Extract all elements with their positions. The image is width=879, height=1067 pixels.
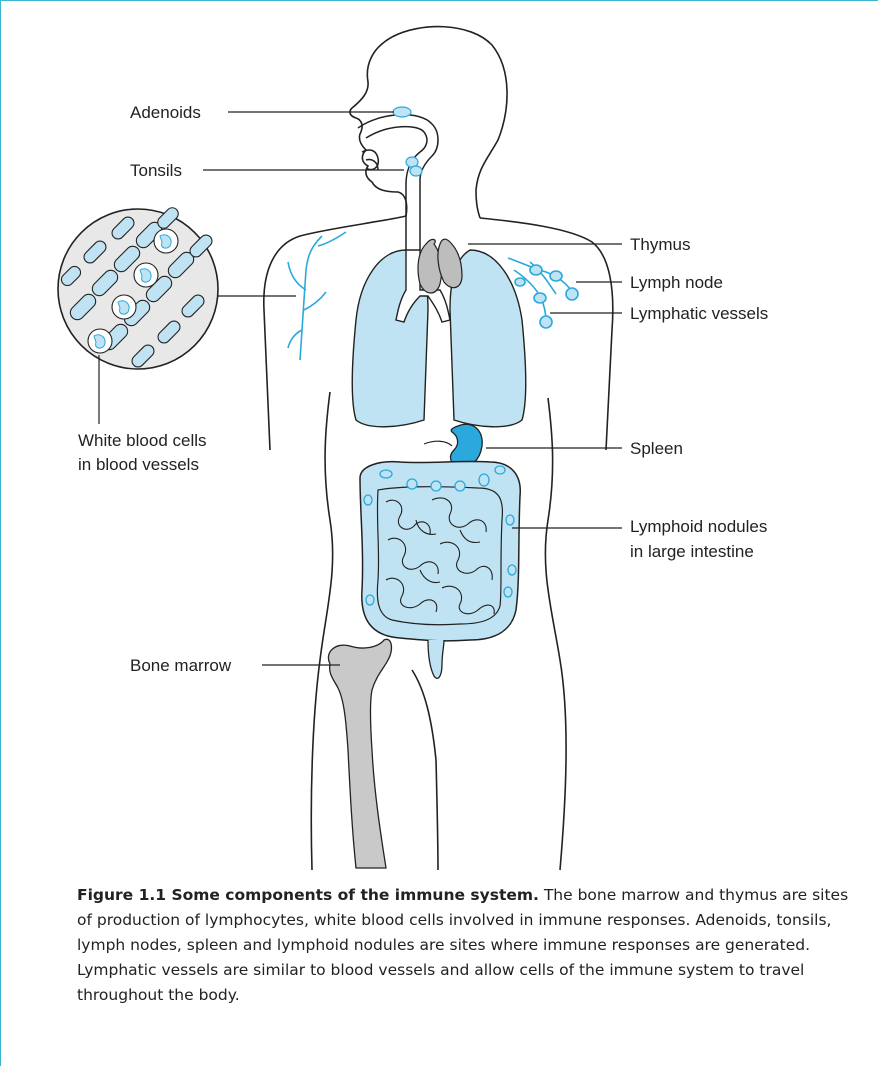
caption-title: Figure 1.1 Some components of the immune… <box>77 886 539 904</box>
label-spleen: Spleen <box>630 439 683 458</box>
label-wbc-line2: in blood vessels <box>78 455 199 474</box>
label-bone-marrow: Bone marrow <box>130 656 232 675</box>
femur-bone <box>328 639 391 868</box>
wbc-magnified-view <box>58 205 218 369</box>
label-tonsils: Tonsils <box>130 161 182 180</box>
arm-blood-vessels <box>288 232 346 360</box>
label-nodules-line1: Lymphoid nodules <box>630 517 767 536</box>
figure-caption: Figure 1.1 Some components of the immune… <box>77 883 857 1008</box>
adenoids-organ <box>393 107 411 117</box>
label-nodules-line2: in large intestine <box>630 542 754 561</box>
airway <box>358 115 438 250</box>
label-thymus: Thymus <box>630 235 690 254</box>
thymus-organ <box>418 239 462 293</box>
immune-system-diagram: Adenoids Tonsils Thymus Lymph node Lymph… <box>0 0 879 880</box>
label-wbc-line1: White blood cells <box>78 431 207 450</box>
tonsils-organ <box>406 157 422 176</box>
label-lymph-node: Lymph node <box>630 273 723 292</box>
label-adenoids: Adenoids <box>130 103 201 122</box>
spleen-organ <box>424 424 482 467</box>
label-lymphatic-vessels: Lymphatic vessels <box>630 304 768 323</box>
